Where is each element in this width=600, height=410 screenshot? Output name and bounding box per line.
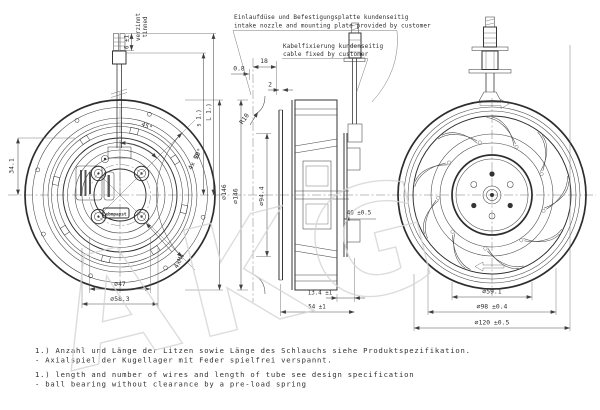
dim-gap-08: 0.8 xyxy=(233,65,245,73)
intake-note-en: intake nozzle and mounting plate provide… xyxy=(234,23,431,30)
dim-tinned: 6 ±1 xyxy=(125,35,131,49)
dim-offset-134: 13.4 ±1 xyxy=(308,291,333,297)
front-view-dimensions: 34.1 45° 4x 90° 4xM4 ∅146 ∅47 ∅58.3 xyxy=(8,99,228,308)
rotation-arrow-icon xyxy=(474,261,505,272)
type-plate xyxy=(75,165,115,201)
dim-rear-ring: ∅98 ±0.4 xyxy=(477,303,508,311)
dim-inlet-dia: ∅94.4 xyxy=(258,186,266,205)
dim-hub-dia: ∅58.3 xyxy=(110,295,129,303)
section-view: 18 0.8 2 R10 ∅146 ∅94.4 46 ±0.5 xyxy=(231,22,376,316)
dim-section-outer: ∅146 xyxy=(232,188,240,204)
rear-cable xyxy=(468,16,512,102)
dim-bolt-circle: ∅47 xyxy=(114,280,126,288)
lead-wire xyxy=(107,33,132,159)
rear-view: ∅59.1 ∅98 ±0.4 ∅120 ±0.5 xyxy=(397,16,587,331)
footnote-en-1: 1.) length and number of wires and lengt… xyxy=(35,370,414,379)
label-verzinnt: verzinnt xyxy=(136,13,142,41)
dim-front-outer: ∅146 xyxy=(220,184,228,200)
footnote-de-2: - Axialspiel der Kugellager mit Feder sp… xyxy=(35,356,332,365)
impeller-blades xyxy=(414,116,570,270)
dim-angle-90: 4x 90° xyxy=(186,147,204,171)
dim-total-54: 54 ±1 xyxy=(308,305,326,311)
section-dimensions: 18 0.8 2 R10 ∅146 ∅94.4 46 ±0.5 xyxy=(231,57,376,316)
dim-depth-18: 18 xyxy=(260,57,268,65)
dim-radius-r10: R10 xyxy=(238,112,251,126)
rear-dimensions: ∅59.1 ∅98 ±0.4 ∅120 ±0.5 xyxy=(413,45,571,331)
intake-note-de: Einlaufdüse und Befestigungsplatte kunde… xyxy=(234,14,409,21)
section-cable xyxy=(343,22,366,124)
footnotes: 1.) Anzahl und Länge der Litzen sowie Lä… xyxy=(35,346,471,389)
footnote-de-1: 1.) Anzahl und Länge der Litzen sowie Lä… xyxy=(35,346,471,355)
wire-dimensions: 6 ±1 verzinnt tinned s 1.) L 1.) xyxy=(125,13,216,195)
dim-rear-outer: ∅120 ±0.5 xyxy=(475,319,510,327)
dim-rear-hub: ∅59.1 xyxy=(482,288,501,296)
callout-notes: Einlaufdüse und Befestigungsplatte kunde… xyxy=(232,14,431,103)
label-tinned: tinned xyxy=(143,17,149,38)
cable-note-en: cable fixed by customer xyxy=(283,51,369,58)
dim-bracket-46: 46 ±0.5 xyxy=(347,211,372,217)
motor-bracket xyxy=(343,123,363,257)
cable-note-de: Kabelfixierung kundenseitig xyxy=(283,43,384,50)
rotation-arrow-icon xyxy=(479,99,510,109)
brand-logo-text: ebmpapst xyxy=(105,211,127,217)
footnote-en-2: - ball bearing without clearance by a pr… xyxy=(35,380,307,389)
dim-tube-length: s 1.) xyxy=(197,109,203,126)
dim-plate-2: 2 xyxy=(268,81,272,89)
front-view: ebmpapst 34.1 45° xyxy=(8,13,228,308)
hub-holes xyxy=(470,171,514,220)
dim-hole-offset: 34.1 xyxy=(8,158,16,174)
dim-wire-length: L 1.) xyxy=(207,103,213,120)
flange-holes xyxy=(35,111,206,279)
watermark-text: AKG xyxy=(37,141,465,406)
brand-logo: ebmpapst xyxy=(102,207,130,219)
